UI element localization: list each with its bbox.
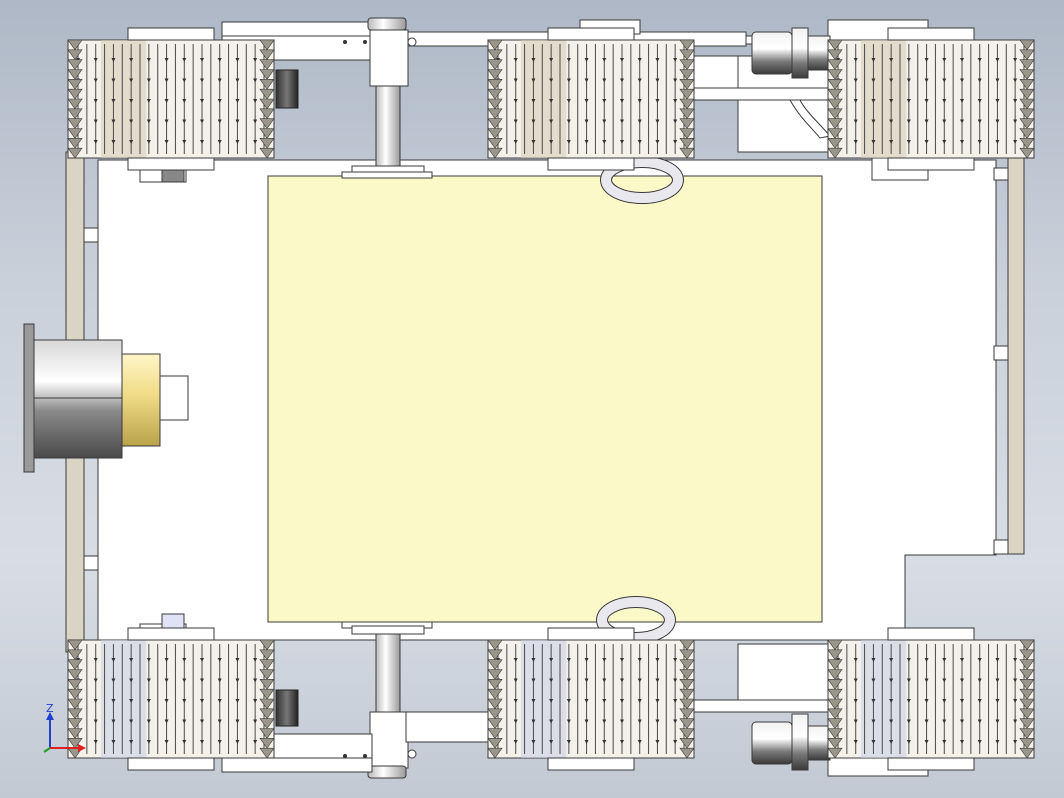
wheel-rear-left[interactable]: [827, 27, 1035, 171]
bolt-ring-icon[interactable]: [596, 596, 676, 644]
drive-motor-icon: [275, 69, 299, 109]
side-drive-motor[interactable]: [23, 323, 189, 473]
wheel-front-right[interactable]: [67, 627, 275, 771]
wheel-front-left[interactable]: [67, 27, 275, 171]
coordinate-triad-icon: Z: [43, 702, 86, 753]
right-frame-rail: [1007, 151, 1025, 555]
wheel-rear-right[interactable]: [827, 627, 1035, 771]
hub-motor-top[interactable]: [751, 27, 831, 79]
z-axis-label: Z: [46, 702, 54, 715]
right-rail-bracket: [993, 345, 1009, 361]
bolt-ring-icon[interactable]: [600, 156, 684, 204]
right-rail-bracket: [993, 539, 1009, 555]
wheel-middle-left[interactable]: [487, 27, 695, 171]
left-rail-bracket: [83, 555, 99, 571]
cargo-plate[interactable]: [267, 175, 823, 623]
right-rail-bracket: [993, 167, 1009, 181]
drive-motor-icon: [275, 689, 299, 727]
wheel-middle-right[interactable]: [487, 627, 695, 771]
wheels: [67, 27, 1035, 771]
left-rail-bracket: [83, 227, 99, 243]
hub-motor-bottom[interactable]: [751, 713, 831, 771]
